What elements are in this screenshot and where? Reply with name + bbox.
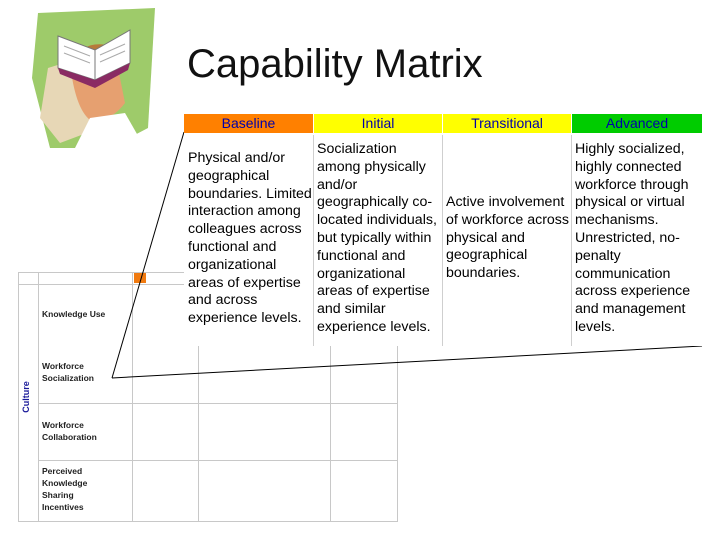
capability-matrix-zoom: Baseline Initial Transitional Advanced P… xyxy=(184,114,702,346)
header-initial: Initial xyxy=(314,114,442,133)
culture-label: Culture xyxy=(20,381,31,413)
cell-advanced: Highly socialized, highly connected work… xyxy=(575,141,691,335)
logo-reading-person-icon xyxy=(30,8,160,153)
cell-transitional: Active involvement of workforce across p… xyxy=(446,194,569,282)
row-label-workforce-collaboration: Workforce Collaboration xyxy=(42,420,97,442)
page-title: Capability Matrix xyxy=(187,42,483,86)
header-baseline: Baseline xyxy=(184,114,313,133)
row-label-workforce-socialization: Workforce Socialization xyxy=(42,361,94,383)
background-matrix: Culture Knowledge Use Workforce Socializ… xyxy=(18,272,398,522)
header-transitional: Transitional xyxy=(443,114,571,133)
cell-baseline: Physical and/or geographical boundaries.… xyxy=(188,150,312,327)
row-label-knowledge-use: Knowledge Use xyxy=(42,309,106,319)
cell-initial: Socialization among physically and/or ge… xyxy=(317,141,437,335)
orange-marker xyxy=(134,273,146,283)
row-label-knowledge-sharing-incentives: Perceived Knowledge Sharing Incentives xyxy=(42,466,88,512)
header-advanced: Advanced xyxy=(572,114,702,133)
